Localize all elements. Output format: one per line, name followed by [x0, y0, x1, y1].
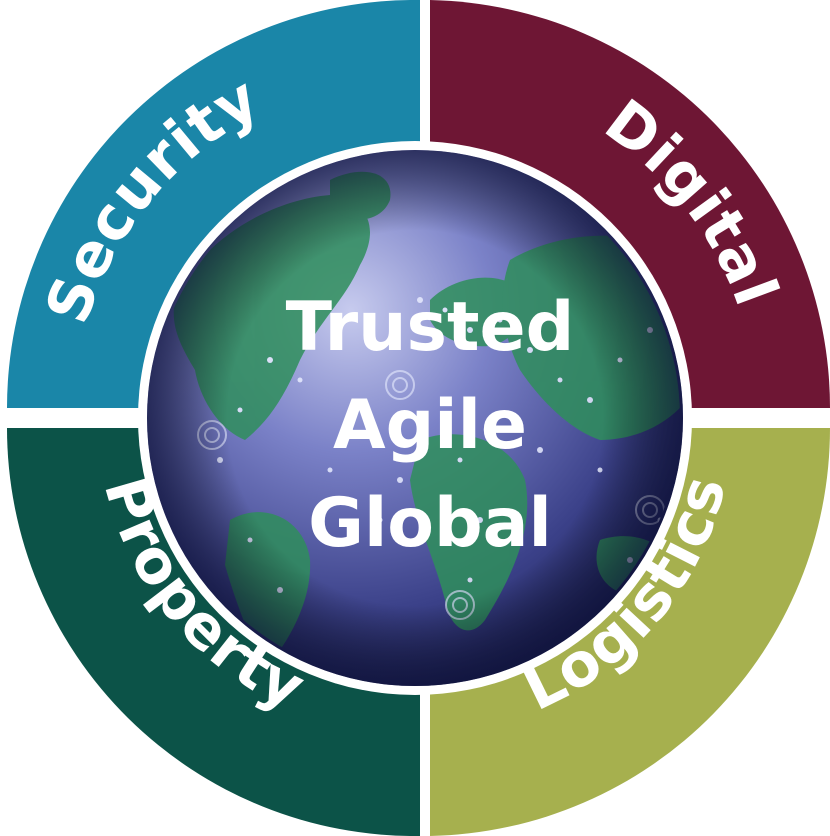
center-word-global: Global	[308, 484, 552, 563]
center-tagline: Trusted Agile Global	[286, 288, 575, 563]
center-word-agile: Agile	[333, 386, 527, 465]
center-word-trusted: Trusted	[286, 288, 575, 367]
